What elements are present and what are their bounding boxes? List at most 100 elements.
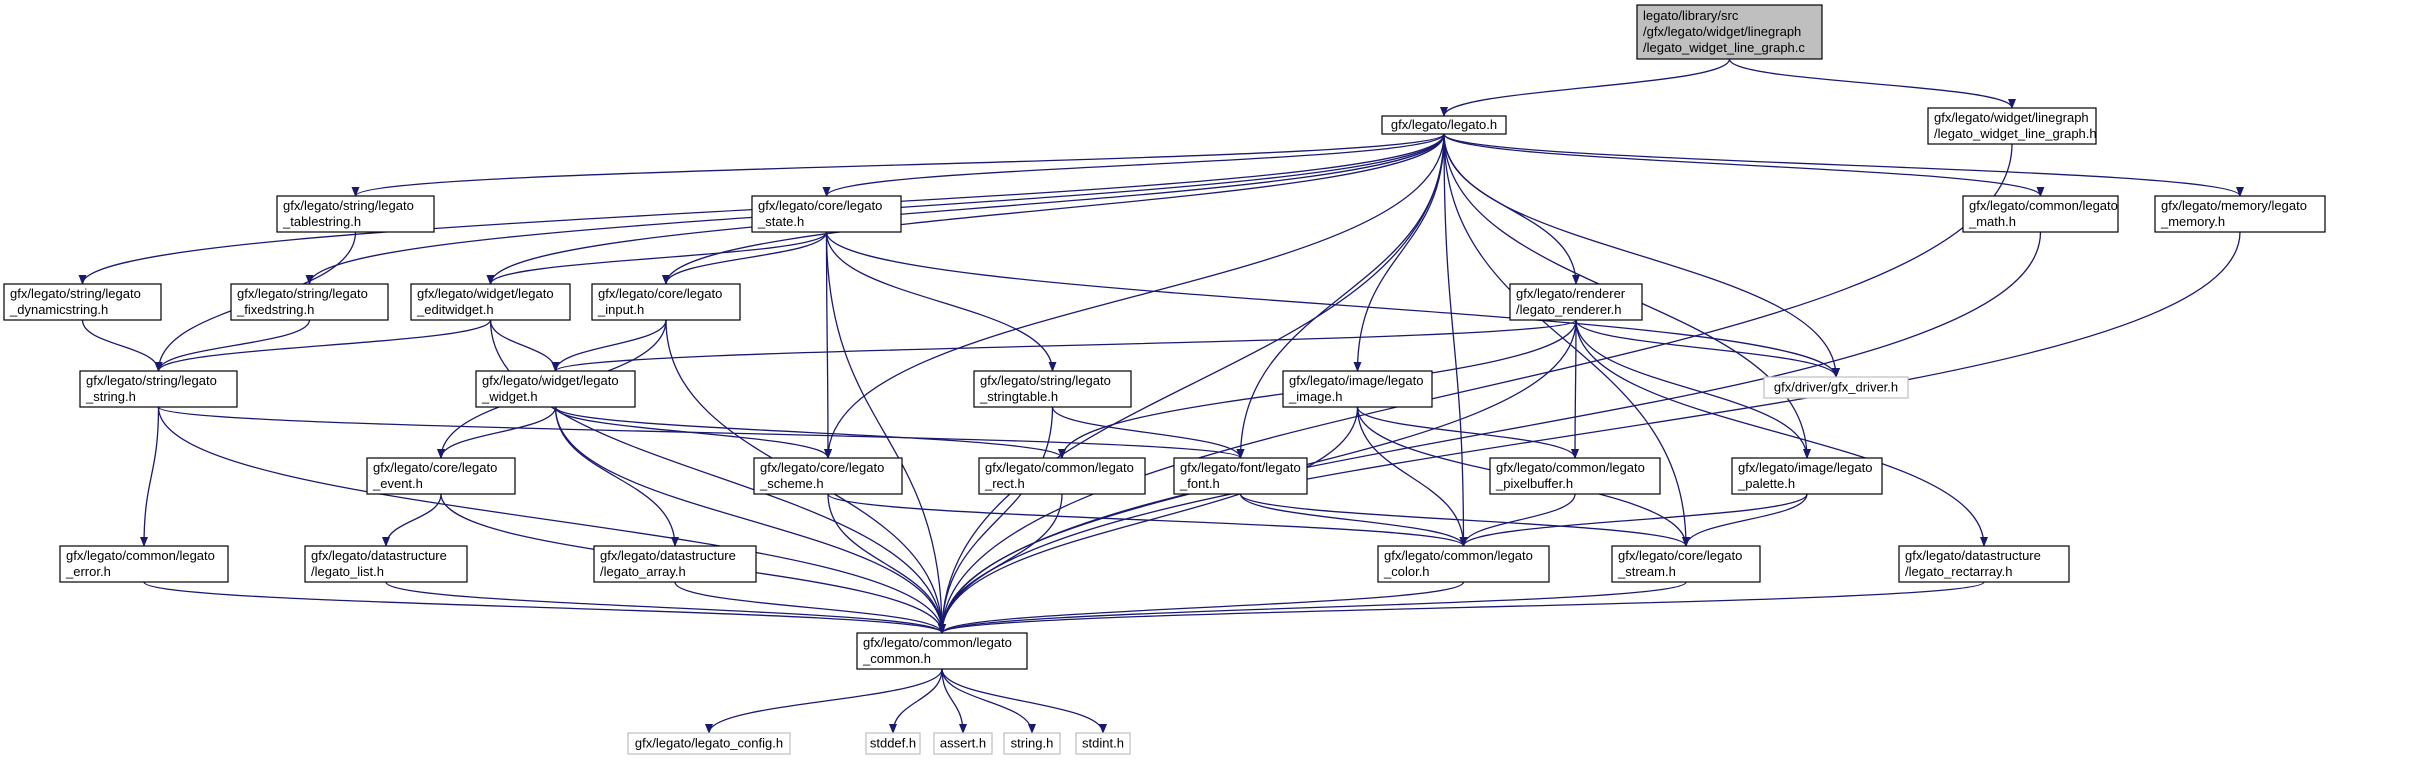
node-label-line: _palette.h [1737,476,1795,491]
node-stddef[interactable]: stddef.h [865,732,921,755]
node-box [1282,370,1433,408]
node-palette[interactable]: gfx/legato/image/legato_palette.h [1731,457,1883,495]
node-label-line: _state.h [757,214,804,229]
node-list[interactable]: gfx/legato/datastructure/legato_list.h [304,545,468,583]
node-label-line: /legato_renderer.h [1516,302,1622,317]
edge-stream-to-common [938,581,1687,634]
edge-math-to-common [938,231,2042,634]
edge-dynamicstring-to-string_h [81,319,163,372]
node-label-line: assert.h [940,736,986,751]
edge-legato_h-to-math [1443,133,2045,197]
node-stream[interactable]: gfx/legato/core/legato_stream.h [1611,545,1761,583]
edge-common-to-stringh [941,668,1036,734]
edge-layer [78,58,2244,734]
node-scheme[interactable]: gfx/legato/core/legato_scheme.h [753,457,903,495]
edge-legato_h-to-stream [1443,133,1690,547]
node-label-line: _memory.h [2160,214,2225,229]
edge-renderer-to-palette [1575,319,1811,459]
edge-widget-to-event [437,406,557,459]
node-box [753,457,903,495]
node-label-line: stdint.h [1082,736,1124,751]
node-label-line: /legato_rectarray.h [1905,564,2012,579]
edge-font-to-color [1239,493,1468,547]
node-box [591,283,741,321]
node-event[interactable]: gfx/legato/core/legato_event.h [366,457,516,495]
edge-palette-to-stream [1682,493,1808,547]
node-label-line: gfx/legato/common/legato [66,548,215,563]
node-label-line: gfx/legato/memory/legato [2161,198,2307,213]
node-rectarray[interactable]: gfx/legato/datastructure/legato_rectarra… [1898,545,2070,583]
node-box [1003,732,1061,755]
edge-widget-to-common [554,406,946,634]
node-label-line: _scheme.h [759,476,824,491]
node-editwidget[interactable]: gfx/legato/widget/legato_editwidget.h [410,283,571,321]
edge-rectarray-to-common [938,581,1985,634]
node-dynamicstring[interactable]: gfx/legato/string/legato_dynamicstring.h [3,283,162,321]
node-box [1381,115,1507,135]
node-label-line: gfx/legato/core/legato [758,198,882,213]
edge-renderer-to-rectarray [1575,319,1988,547]
node-label-line: gfx/legato/common/legato [1384,548,1533,563]
node-label-line: _common.h [862,651,931,666]
node-label-line: _tablestring.h [282,214,361,229]
node-font[interactable]: gfx/legato/font/legato_font.h [1173,457,1308,495]
node-color[interactable]: gfx/legato/common/legato_color.h [1377,545,1550,583]
node-array[interactable]: gfx/legato/datastructure/legato_array.h [593,545,757,583]
edge-editwidget-to-widget [489,319,560,372]
node-box [1763,376,1909,399]
edge-legato_h-to-memory [1443,133,2244,197]
node-stringh[interactable]: string.h [1003,732,1061,755]
node-label-line: _font.h [1179,476,1220,491]
node-error[interactable]: gfx/legato/common/legato_error.h [59,545,229,583]
node-assert[interactable]: assert.h [933,732,993,755]
edge-root-to-legato_h [1440,58,1731,117]
node-rect[interactable]: gfx/legato/common/legato_rect.h [978,457,1146,495]
node-widget[interactable]: gfx/legato/widget/legato_widget.h [475,370,636,408]
node-label-line: gfx/legato/font/legato [1180,460,1301,475]
node-label-line: gfx/driver/gfx_driver.h [1774,380,1898,395]
edge-legato_h-to-state [822,133,1445,197]
node-stringtable[interactable]: gfx/legato/string/legato_stringtable.h [973,370,1132,408]
node-string_h[interactable]: gfx/legato/string/legato_string.h [79,370,238,408]
node-stdint[interactable]: stdint.h [1075,732,1131,755]
node-common[interactable]: gfx/legato/common/legato_common.h [856,632,1028,670]
node-state[interactable]: gfx/legato/core/legato_state.h [751,195,902,233]
node-input[interactable]: gfx/legato/core/legato_input.h [591,283,741,321]
node-box [1611,545,1761,583]
node-label-line: /legato_array.h [600,564,686,579]
node-tablestring[interactable]: gfx/legato/string/legato_tablestring.h [276,195,435,233]
node-legato_h[interactable]: gfx/legato/legato.h [1381,115,1507,135]
node-box [1898,545,2070,583]
node-fixedstring[interactable]: gfx/legato/string/legato_fixedstring.h [230,283,389,321]
node-image[interactable]: gfx/legato/image/legato_image.h [1282,370,1433,408]
edge-legato_h-to-tablestring [351,133,1445,197]
node-label-line: gfx/legato/image/legato [1738,460,1872,475]
node-layer: legato/library/src/gfx/legato/widget/lin… [3,4,2326,755]
node-label-line: gfx/legato/renderer [1516,286,1626,301]
node-memory[interactable]: gfx/legato/memory/legato_memory.h [2154,195,2326,233]
node-label-line: _math.h [1968,214,2016,229]
node-box [475,370,636,408]
edge-array-to-common [674,581,946,634]
node-label-line: _event.h [372,476,423,491]
edge-error-to-common [143,581,946,634]
node-box [978,457,1146,495]
edge-common-to-stdint [941,668,1107,734]
node-box [79,370,238,408]
node-pixelbuffer[interactable]: gfx/legato/common/legato_pixelbuffer.h [1489,457,1661,495]
node-label-line: gfx/legato/datastructure [311,548,447,563]
node-label-line: gfx/legato/string/legato [10,286,141,301]
node-linegraph_h[interactable]: gfx/legato/widget/linegraph/legato_widge… [1927,107,2097,145]
edge-legato_h-to-input [662,133,1445,285]
node-gfx_driver[interactable]: gfx/driver/gfx_driver.h [1763,376,1909,399]
node-box [593,545,757,583]
node-label-line: gfx/legato/core/legato [598,286,722,301]
node-label-line: stddef.h [870,736,916,751]
node-box [1962,195,2119,233]
edge-linegraph_h-to-common [938,143,2013,634]
node-renderer[interactable]: gfx/legato/renderer/legato_renderer.h [1509,283,1643,321]
node-label-line: gfx/legato/common/legato [863,635,1012,650]
node-math[interactable]: gfx/legato/common/legato_math.h [1962,195,2119,233]
node-label-line: /legato_list.h [311,564,384,579]
node-config[interactable]: gfx/legato/legato_config.h [627,732,791,755]
